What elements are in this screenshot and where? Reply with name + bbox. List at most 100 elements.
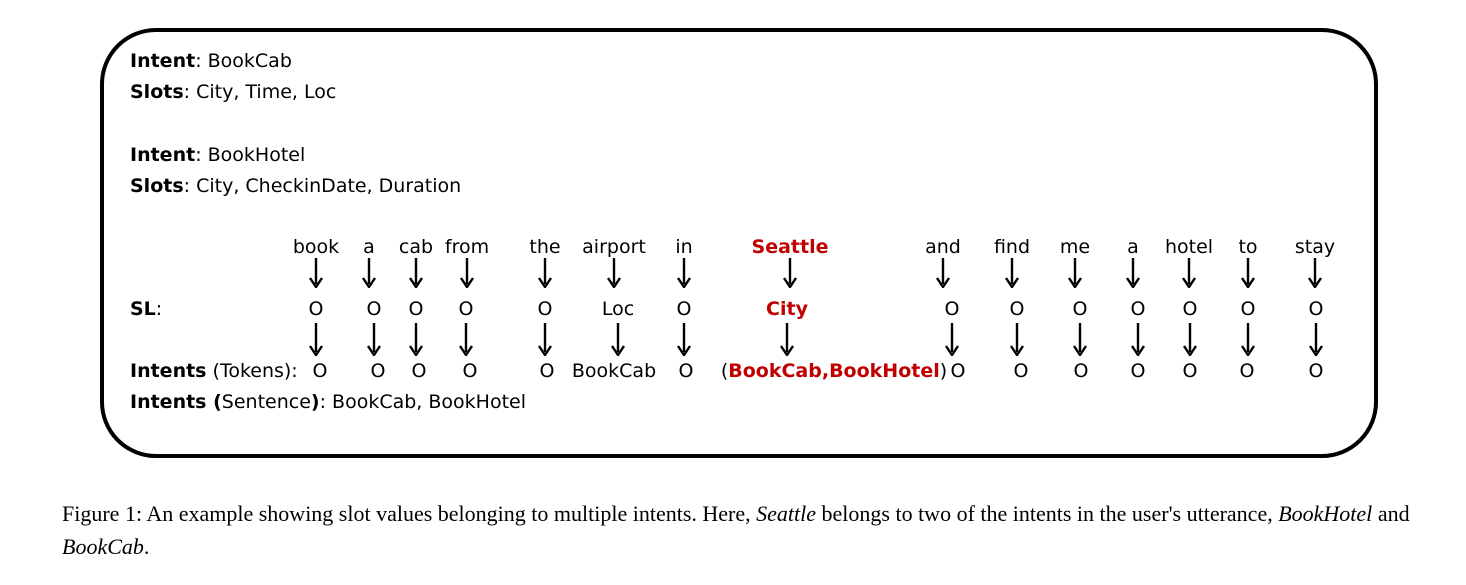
arrow-head bbox=[1126, 277, 1140, 290]
down-arrow-icon bbox=[367, 323, 381, 358]
down-arrow-icon bbox=[1182, 258, 1196, 290]
intent-tag: O bbox=[1182, 360, 1198, 382]
intent-value: : BookHotel bbox=[195, 144, 306, 166]
arrow-head bbox=[1241, 277, 1255, 290]
utterance-token: the bbox=[529, 236, 561, 258]
arrow-head bbox=[309, 345, 323, 358]
token-arrow bbox=[677, 258, 691, 293]
arrow-head bbox=[780, 345, 794, 358]
intent-tag-multi: (BookCab,BookHotel) bbox=[721, 360, 947, 382]
arrow-head bbox=[1131, 345, 1145, 358]
intent-tag-open-paren: ( bbox=[720, 360, 729, 382]
caption-and: and bbox=[1372, 501, 1410, 526]
intent-tag: O bbox=[1073, 360, 1089, 382]
caption-italic-seattle: Seattle bbox=[756, 501, 817, 526]
sl-colon: : bbox=[155, 298, 163, 320]
utterance-token: cab bbox=[398, 236, 434, 258]
arrow-head bbox=[538, 277, 552, 290]
sl-tag: O bbox=[1308, 298, 1324, 320]
figure-caption: Figure 1: An example showing slot values… bbox=[62, 497, 1422, 563]
down-arrow-icon bbox=[1183, 323, 1197, 358]
down-arrow-icon bbox=[936, 258, 950, 290]
utterance-token: find bbox=[993, 236, 1031, 258]
arrow-head bbox=[936, 277, 950, 290]
sl-label: SL: bbox=[130, 298, 162, 320]
utterance-token: book bbox=[292, 236, 340, 258]
sl-label-text: SL bbox=[130, 298, 156, 320]
caption-suffix: . bbox=[143, 534, 150, 559]
intent-tag: O bbox=[1308, 360, 1324, 382]
token-arrow bbox=[1308, 258, 1322, 293]
intents-sentence-value: : BookCab, BookHotel bbox=[319, 391, 526, 413]
arrow-head bbox=[409, 345, 423, 358]
token-arrow bbox=[1241, 258, 1255, 293]
sl-tag: O bbox=[1182, 298, 1198, 320]
intent-tag: O bbox=[1130, 360, 1146, 382]
figure-box bbox=[100, 28, 1378, 458]
token-arrow bbox=[607, 258, 621, 293]
arrow-head bbox=[1182, 277, 1196, 290]
down-arrow-icon bbox=[460, 258, 474, 290]
down-arrow-icon bbox=[780, 323, 794, 358]
sl-arrow bbox=[367, 323, 381, 361]
intent-tag: O bbox=[539, 360, 555, 382]
token-arrow bbox=[1068, 258, 1082, 293]
down-arrow-icon bbox=[538, 258, 552, 290]
down-arrow-icon bbox=[1005, 258, 1019, 290]
arrow-head bbox=[459, 345, 473, 358]
down-arrow-icon bbox=[1010, 323, 1024, 358]
sl-tag: O bbox=[1009, 298, 1025, 320]
arrow-head bbox=[1241, 345, 1255, 358]
intents-sentence-close-paren: ) bbox=[310, 391, 320, 413]
down-arrow-icon bbox=[538, 323, 552, 358]
down-arrow-icon bbox=[945, 323, 959, 358]
sl-tag: O bbox=[1072, 298, 1088, 320]
down-arrow-icon bbox=[783, 258, 797, 290]
down-arrow-icon bbox=[1309, 323, 1323, 358]
sl-tag: O bbox=[1130, 298, 1146, 320]
utterance-token: hotel bbox=[1164, 236, 1214, 258]
intent-tag: O bbox=[950, 360, 966, 382]
sl-arrow bbox=[1131, 323, 1145, 361]
token-arrow bbox=[362, 258, 376, 293]
token-arrow bbox=[409, 258, 423, 293]
down-arrow-icon bbox=[1308, 258, 1322, 290]
intents-sentence-open-paren: ( bbox=[206, 391, 222, 413]
arrow-head bbox=[677, 277, 691, 290]
token-arrow bbox=[1182, 258, 1196, 293]
token-arrow bbox=[1126, 258, 1140, 293]
sl-arrow bbox=[459, 323, 473, 361]
down-arrow-icon bbox=[677, 258, 691, 290]
sl-arrow bbox=[1309, 323, 1323, 361]
utterance-token: a bbox=[363, 236, 375, 258]
intents-label-text: Intents bbox=[130, 360, 207, 382]
intents-suffix: (Tokens): bbox=[206, 360, 298, 382]
utterance-token: a bbox=[1127, 236, 1139, 258]
utterance-token: from bbox=[444, 236, 490, 258]
slots-value: : City, Time, Loc bbox=[183, 81, 337, 103]
intent-def-bookcab: Intent: BookCab bbox=[130, 50, 292, 72]
intent-tag: O bbox=[678, 360, 694, 382]
intent-def-bookhotel: Intent: BookHotel bbox=[130, 144, 305, 166]
sl-tag: O bbox=[408, 298, 424, 320]
down-arrow-icon bbox=[459, 323, 473, 358]
sl-tag: O bbox=[676, 298, 692, 320]
down-arrow-icon bbox=[607, 258, 621, 290]
down-arrow-icon bbox=[362, 258, 376, 290]
sl-tag: O bbox=[537, 298, 553, 320]
down-arrow-icon bbox=[409, 258, 423, 290]
intents-sentence-label: Intents bbox=[130, 391, 207, 413]
utterance-token: in bbox=[675, 236, 693, 258]
sl-arrow bbox=[538, 323, 552, 361]
arrow-head bbox=[1183, 345, 1197, 358]
intents-sentence-middle: Sentence bbox=[221, 391, 311, 413]
slots-label: Slots bbox=[130, 175, 184, 197]
sl-tag: O bbox=[944, 298, 960, 320]
arrow-head bbox=[783, 277, 797, 290]
arrow-head bbox=[367, 345, 381, 358]
sl-arrow bbox=[309, 323, 323, 361]
intent-tag-close-paren: ) bbox=[939, 360, 948, 382]
arrow-head bbox=[1068, 277, 1082, 290]
arrow-head bbox=[607, 277, 621, 290]
sl-arrow bbox=[1010, 323, 1024, 361]
